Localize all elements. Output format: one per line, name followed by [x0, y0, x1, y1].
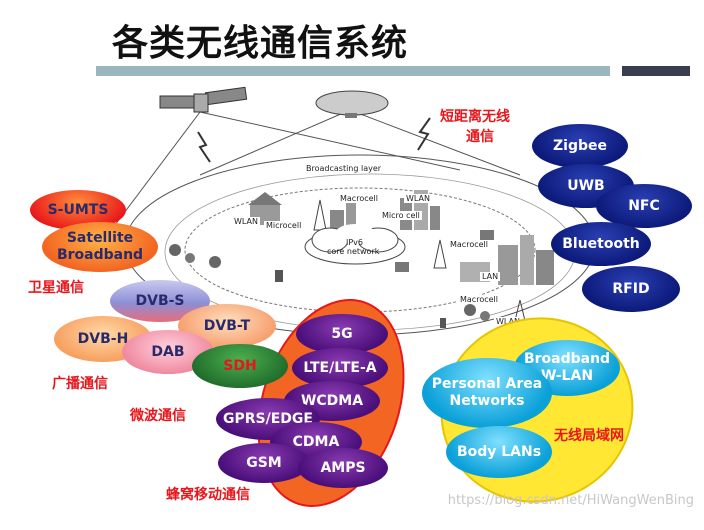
wlan-group-label: 无线局域网	[554, 428, 624, 444]
amps-label: AMPS	[320, 459, 366, 476]
lte-label: LTE/LTE-A	[303, 359, 377, 376]
micro-cell-label: Micro cell	[380, 211, 422, 220]
macrocell-label: Macrocell	[338, 194, 380, 203]
broadcasting-layer-label: Broadcasting layer	[306, 164, 382, 173]
dvb-s-label: DVB-S	[135, 292, 185, 309]
microcell-label: Microcell	[264, 221, 304, 230]
network-illustration	[114, 86, 596, 336]
zigbee-pill[interactable]: Zigbee	[532, 124, 628, 168]
gprs-edge-label: GPRS/EDGE	[223, 410, 313, 427]
personal-area-networks-label: Personal Area Networks	[431, 376, 543, 409]
bluetooth-label: Bluetooth	[562, 235, 640, 252]
core-network-label: core network	[327, 247, 380, 256]
5g-label: 5G	[331, 325, 353, 342]
satellite-broadband-label: Satellite Broadband	[56, 230, 144, 263]
rfid-pill[interactable]: RFID	[582, 266, 680, 312]
cloud-icon	[304, 224, 406, 265]
short-range-label-line1: 短距离无线	[440, 109, 510, 125]
rfid-label: RFID	[612, 280, 650, 297]
ipv6-label: IPv6	[346, 238, 364, 247]
title-accent-bar	[622, 66, 690, 76]
page-title: 各类无线通信系统	[112, 23, 409, 64]
gsm-label: GSM	[246, 454, 282, 471]
dab-label: DAB	[151, 343, 185, 360]
watermark: https://blog.csdn.net/HiWangWenBing	[447, 493, 694, 508]
5g-pill[interactable]: 5G	[296, 314, 388, 354]
lan-label: LAN	[480, 272, 501, 281]
microwave-group-label: 微波通信	[130, 408, 186, 424]
broadband-wlan-label: Broadband W-LAN	[523, 351, 611, 384]
body-lans-label: Body LANs	[456, 443, 542, 460]
nfc-pill[interactable]: NFC	[596, 184, 692, 228]
dvb-t-label: DVB-T	[203, 317, 251, 334]
macrocell-label: Macrocell	[458, 295, 500, 304]
wlan-label: WLAN	[404, 194, 433, 203]
broadcast-group-label: 广播通信	[52, 376, 108, 392]
uwb-pill[interactable]: UWB	[538, 164, 634, 208]
sdh-label: SDH	[223, 357, 257, 374]
sdh-pill[interactable]: SDH	[192, 344, 288, 388]
macrocell-label: Macrocell	[448, 240, 490, 249]
satellite-broadband-pill[interactable]: Satellite Broadband	[42, 222, 158, 272]
bluetooth-pill[interactable]: Bluetooth	[551, 222, 651, 266]
s-umts-label: S-UMTS	[47, 201, 109, 218]
zigbee-label: Zigbee	[553, 137, 607, 154]
gsm-pill[interactable]: GSM	[218, 443, 310, 483]
blimp-icon	[315, 90, 389, 118]
personal-area-networks-pill[interactable]: Personal Area Networks	[422, 358, 552, 428]
cellular-group-label: 蜂窝移动通信	[166, 487, 250, 503]
dvb-h-label: DVB-H	[77, 330, 129, 347]
amps-pill[interactable]: AMPS	[298, 448, 388, 488]
wlan-label: WLAN	[232, 217, 261, 226]
satellite-group-label: 卫星通信	[28, 280, 84, 296]
nfc-label: NFC	[628, 197, 660, 214]
cdma-label: CDMA	[292, 433, 340, 450]
title-underline	[96, 66, 610, 76]
uwb-label: UWB	[567, 177, 605, 194]
satellite-icon	[159, 86, 248, 113]
body-lans-pill[interactable]: Body LANs	[446, 426, 552, 478]
short-range-label-line2: 通信	[466, 129, 494, 145]
slide: 各类无线通信系统	[28, 23, 694, 530]
wcdma-label: WCDMA	[300, 392, 364, 409]
